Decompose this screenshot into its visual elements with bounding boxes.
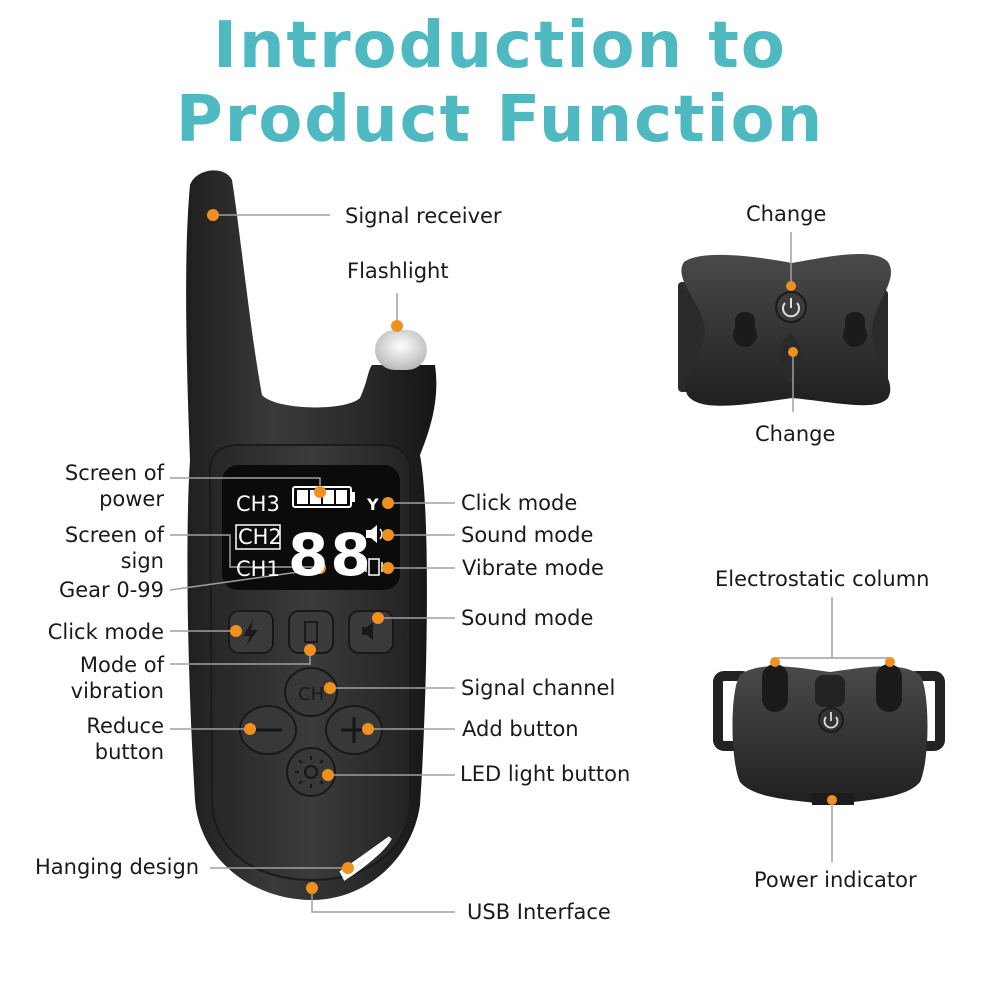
label-power-indicator: Power indicator (754, 868, 917, 892)
lcd-screen (222, 465, 400, 590)
label-click-mode-right: Click mode (461, 491, 578, 515)
speaker-icon (366, 525, 383, 543)
receiver-top-body (681, 253, 891, 406)
label-signal-receiver: Signal receiver (345, 204, 502, 228)
electrode-right-front (876, 664, 902, 712)
label-electrostatic-column: Electrostatic column (715, 567, 930, 591)
vibration-icon (365, 558, 383, 576)
label-signal-channel: Signal channel (461, 676, 616, 700)
lcd-channel-2: CH2 (238, 525, 282, 549)
lcd-channel-1: CH1 (236, 557, 280, 581)
label-sound-mode-2: Sound mode (461, 606, 594, 630)
sun-icon (295, 756, 327, 788)
label-sound-mode-1: Sound mode (461, 523, 594, 547)
label-hanging-design: Hanging design (35, 855, 200, 879)
lightning-icon (243, 620, 258, 646)
power-icon (782, 298, 800, 318)
electrode-right-top (843, 312, 867, 347)
label-screen-power-1: Screen of (64, 461, 164, 485)
lcd-channel-3: CH3 (236, 492, 280, 516)
ch-button-label: CH (298, 684, 324, 705)
label-screen-sign-2: sign (120, 549, 164, 573)
label-change-bottom: Change (755, 422, 836, 446)
vibration-button (288, 610, 334, 654)
label-reduce-1: Reduce (86, 714, 164, 738)
label-led-button: LED light button (460, 762, 631, 786)
electrode-left-front (762, 664, 788, 712)
label-reduce-2: button (94, 740, 164, 764)
page-title-line-1: Introduction to (213, 9, 787, 83)
label-screen-power-2: power (99, 487, 164, 511)
label-usb-interface: USB Interface (467, 900, 611, 924)
receiver-front-view (713, 664, 945, 805)
label-vibration-2: vibration (70, 679, 164, 703)
channel-button (284, 667, 338, 717)
label-change-top: Change (746, 202, 827, 226)
remote-transmitter (186, 170, 437, 900)
power-button-front (818, 707, 844, 733)
label-add-button: Add button (462, 717, 579, 741)
label-vibrate-mode: Vibrate mode (462, 556, 604, 580)
electrode-left-top (733, 312, 757, 347)
lcd-gear-value: 88 (288, 521, 373, 589)
label-gear: Gear 0-99 (58, 578, 164, 602)
page-title-line-2: Product Function (175, 83, 825, 157)
label-screen-sign-1: Screen of (64, 523, 164, 547)
power-icon (823, 712, 839, 729)
callout-dots (207, 209, 895, 894)
label-click-mode-left: Click mode (47, 620, 164, 644)
receiver-top-view (678, 253, 891, 406)
lcd-click-symbol: Y (366, 495, 379, 514)
flashlight-lens (375, 330, 427, 370)
label-vibration-1: Mode of (79, 653, 164, 677)
lightning-button (228, 610, 274, 654)
power-button-top (775, 291, 807, 323)
label-flashlight: Flashlight (347, 259, 449, 283)
